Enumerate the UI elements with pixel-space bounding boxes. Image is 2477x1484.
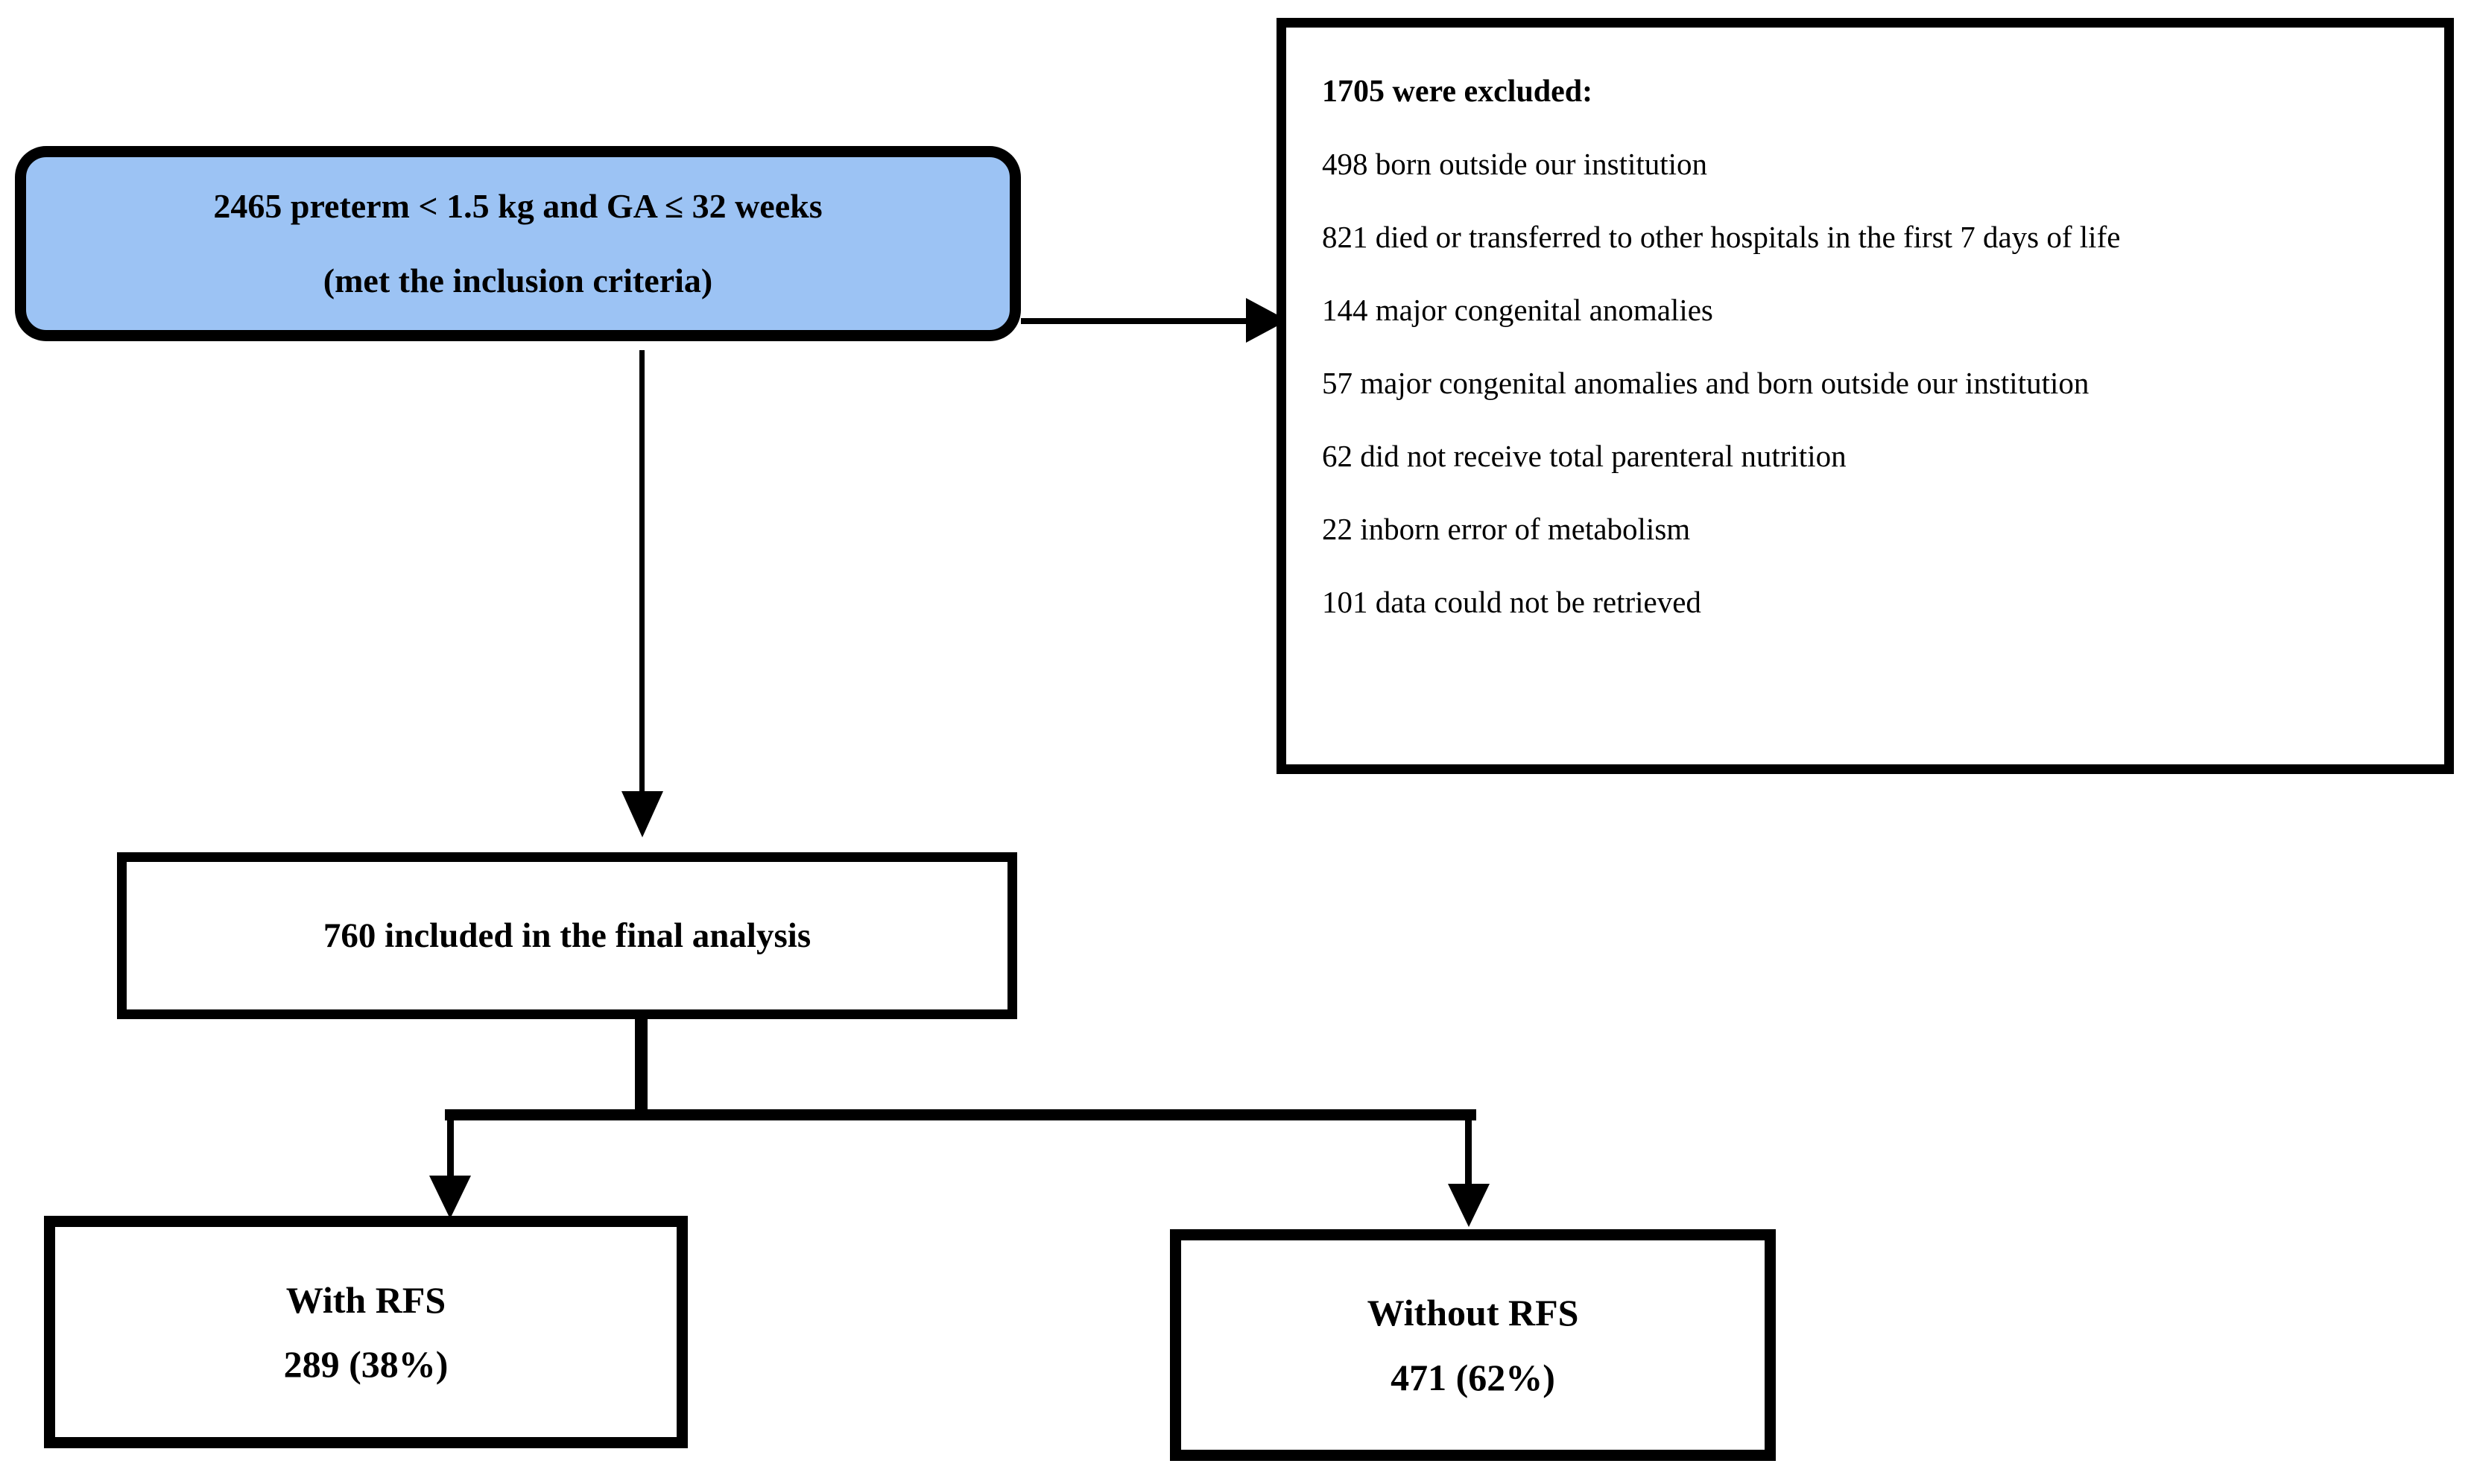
arrowhead-down-icon-to-with-rfs xyxy=(429,1176,471,1219)
exclusion-item: 144 major congenital anomalies xyxy=(1322,293,1713,327)
exclusion-item: 101 data could not be retrieved xyxy=(1322,585,1701,619)
connector-split-stem xyxy=(635,1019,648,1114)
exclusion-item: 821 died or transferred to other hospita… xyxy=(1322,220,2121,254)
exclusion-item: 22 inborn error of metabolism xyxy=(1322,512,1691,546)
node-without-rfs-title: Without RFS xyxy=(1367,1292,1579,1334)
node-with-rfs: With RFS 289 (38%) xyxy=(44,1216,688,1448)
arrowhead-down-icon-inclusion-to-included xyxy=(621,791,663,837)
connector-inclusion-to-included-line xyxy=(639,350,645,797)
connector-split-horizontal-bar xyxy=(445,1109,1476,1120)
node-exclusions: 1705 were excluded: 498 born outside our… xyxy=(1277,18,2454,774)
node-with-rfs-title: With RFS xyxy=(285,1278,446,1321)
node-without-rfs-count: 471 (62%) xyxy=(1391,1356,1555,1398)
node-inclusion-line-2: (met the inclusion criteria) xyxy=(323,261,713,299)
arrowhead-down-icon-to-without-rfs xyxy=(1448,1184,1490,1227)
node-with-rfs-count: 289 (38%) xyxy=(283,1343,449,1385)
node-inclusion-criteria: 2465 preterm < 1.5 kg and GA ≤ 32 weeks … xyxy=(15,146,1021,341)
exclusion-item: 62 did not receive total parenteral nutr… xyxy=(1322,439,1847,473)
connector-inclusion-to-exclusions-line xyxy=(1021,318,1259,324)
exclusion-item: 57 major congenital anomalies and born o… xyxy=(1322,366,2090,400)
node-included-label: 760 included in the final analysis xyxy=(323,916,812,955)
node-inclusion-line-1: 2465 preterm < 1.5 kg and GA ≤ 32 weeks xyxy=(213,186,823,225)
exclusions-title: 1705 were excluded: xyxy=(1322,74,1593,109)
node-without-rfs: Without RFS 471 (62%) xyxy=(1170,1229,1776,1461)
connector-split-right-line xyxy=(1465,1114,1472,1187)
exclusion-item: 498 born outside our institution xyxy=(1322,147,1708,181)
connector-split-left-line xyxy=(447,1114,454,1181)
node-included-final-analysis: 760 included in the final analysis xyxy=(117,852,1017,1019)
